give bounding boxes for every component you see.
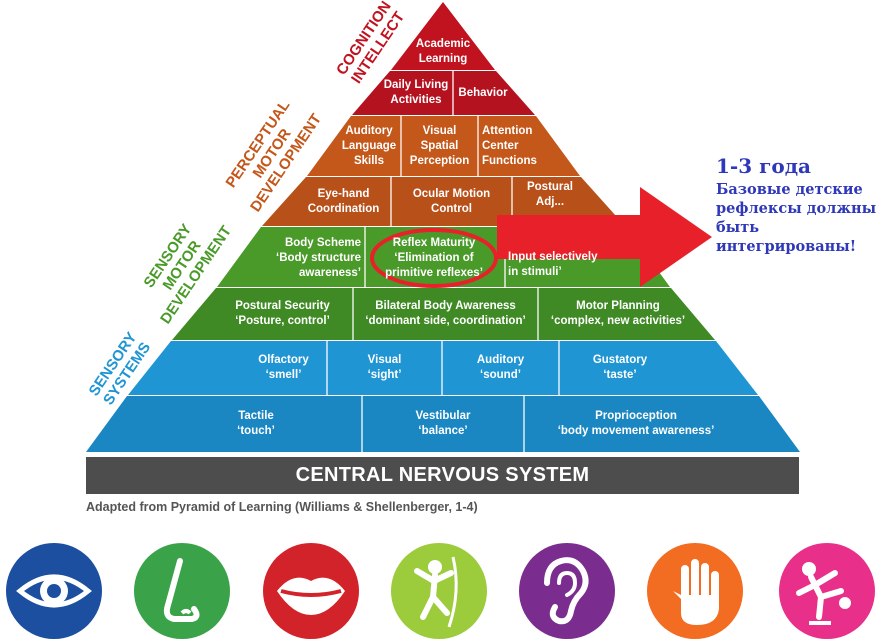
hand-icon	[647, 543, 743, 639]
ear-icon	[519, 543, 615, 639]
olfactory-cell: Olfactory ‘smell’	[258, 354, 309, 381]
reflex-note-text: Базовые детские рефлексы должны быть инт…	[716, 181, 877, 255]
lips-icon	[263, 543, 359, 639]
climber-icon	[391, 543, 487, 639]
cognition-tier	[391, 2, 495, 70]
perceptual-tier-lower	[262, 177, 625, 226]
proprioception-cell: Proprioception ‘body movement awareness’	[557, 410, 715, 437]
ocular-motion-cell: Ocular Motion Control	[412, 188, 491, 215]
balance-icon	[779, 543, 875, 639]
eye-icon	[6, 543, 102, 639]
age-annotation: 1-3 года Базовые детские рефлексы должны…	[716, 152, 883, 256]
tactile-cell: Tactile ‘touch’	[237, 410, 275, 437]
reflex-highlight-ring	[370, 228, 498, 288]
auditory-language-cell: Auditory Language Skills	[341, 124, 397, 167]
body-scheme-cell: Body Scheme ‘Body structure awareness’	[276, 236, 361, 279]
sensory-motor-tier-lower	[172, 288, 715, 340]
input-stimuli-cell: Input selectively in stimuli’	[508, 251, 598, 278]
visual-cell: Visual ‘sight’	[367, 354, 402, 381]
gustatory-cell: Gustatory ‘taste’	[592, 354, 648, 381]
daily-living-cell: Daily Living Activities	[383, 79, 449, 106]
cognition-tier-lower	[352, 71, 535, 115]
source-caption: Adapted from Pyramid of Learning (Willia…	[86, 500, 478, 514]
attention-center-cell: Attention Center Functions	[482, 124, 537, 167]
eye-hand-cell: Eye-hand Coordination	[307, 188, 380, 215]
vestibular-cell: Vestibular ‘balance’	[415, 410, 471, 437]
behavior-cell: Behavior	[458, 86, 508, 99]
auditory-cell: Auditory ‘sound’	[476, 354, 525, 381]
sensory-systems-tier-upper	[128, 341, 758, 395]
motor-planning-cell: Motor Planning ‘complex, new activities’	[550, 300, 686, 327]
central-nervous-system-base: CENTRAL NERVOUS SYSTEM	[86, 457, 799, 494]
reflex-maturity-cell: Reflex Maturity ‘Elimination of primitiv…	[385, 236, 483, 279]
academic-learning-cell: Academic Learning	[415, 38, 471, 65]
perceptual-tier-upper	[307, 116, 580, 176]
sensory-systems-tier-lower	[86, 396, 800, 452]
bilateral-awareness-cell: Bilateral Body Awareness ‘dominant side,…	[365, 300, 526, 327]
pointer-arrow	[497, 187, 712, 287]
postural-adjustment-cell: Postural Adj...	[526, 181, 573, 208]
nose-icon	[134, 543, 230, 639]
visual-spatial-cell: Visual Spatial Perception	[409, 124, 470, 167]
age-range-text: 1-3 года	[716, 154, 811, 178]
postural-security-cell: Postural Security ‘Posture, control’	[235, 300, 330, 327]
